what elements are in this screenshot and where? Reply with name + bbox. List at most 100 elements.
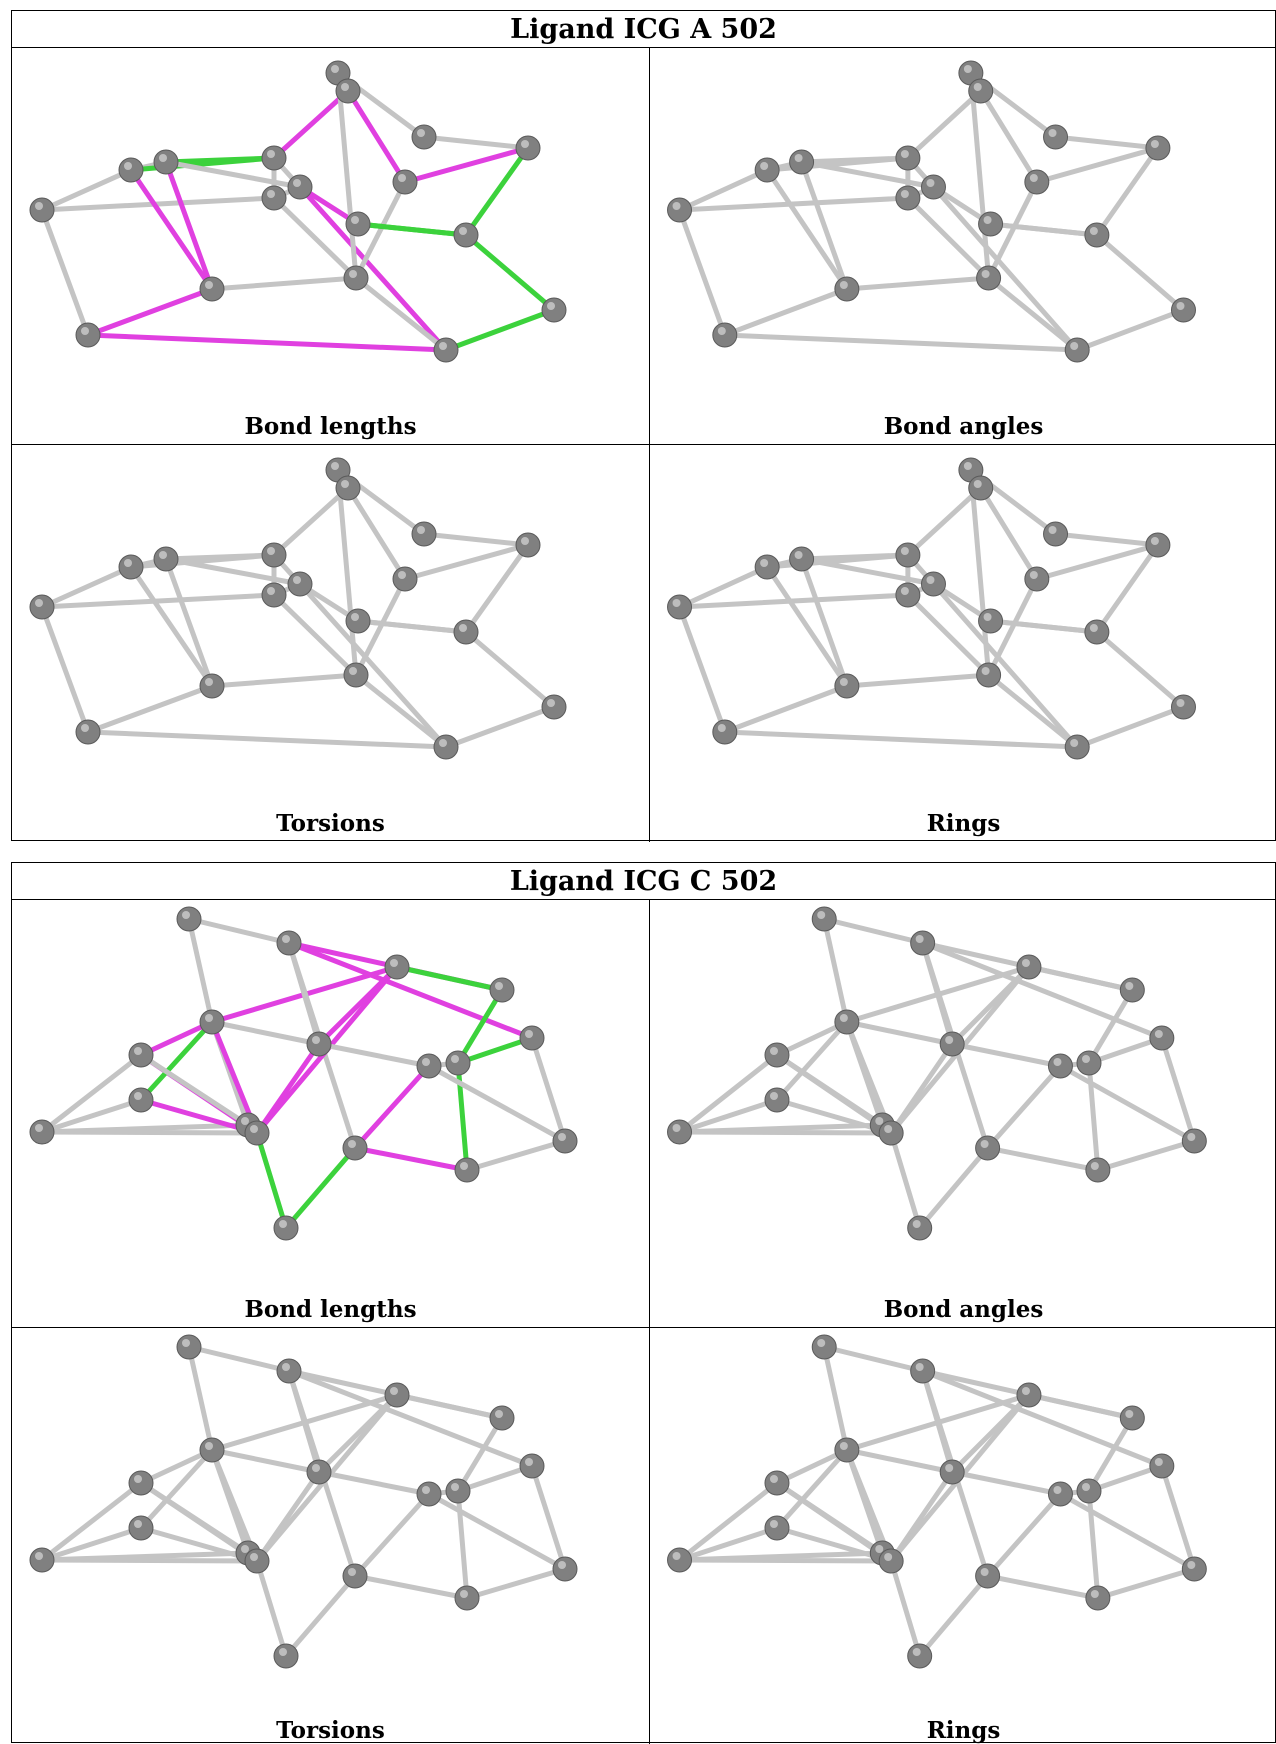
atom	[895, 145, 921, 171]
bond	[39, 1480, 144, 1563]
atom	[454, 1157, 480, 1183]
atom-highlight	[159, 154, 167, 162]
atom	[939, 1459, 965, 1485]
bond	[455, 1463, 535, 1494]
atom	[489, 1405, 515, 1431]
panel-caption: Torsions	[276, 810, 385, 837]
bond	[1086, 1415, 1135, 1494]
atom-highlight	[279, 1220, 287, 1228]
bond	[988, 221, 1100, 238]
bond	[905, 88, 984, 161]
bond	[1057, 1491, 1197, 1572]
atom	[667, 1119, 693, 1145]
bond	[1053, 134, 1161, 151]
bond	[463, 145, 531, 238]
bond	[352, 1573, 470, 1601]
bond	[355, 221, 469, 238]
bond	[774, 1019, 850, 1103]
atom	[1047, 1053, 1073, 1079]
atom-highlight	[422, 1486, 430, 1494]
atom	[261, 582, 287, 608]
atom	[199, 1009, 225, 1035]
bond	[986, 179, 1040, 281]
atom	[1043, 124, 1069, 150]
bond	[186, 1344, 292, 1374]
atom-highlight	[1029, 174, 1038, 182]
atom-highlight	[459, 624, 467, 632]
atom	[1119, 977, 1145, 1003]
bond	[1094, 542, 1161, 635]
bond	[985, 1491, 1063, 1579]
bond	[39, 1525, 144, 1563]
bond	[209, 1019, 322, 1047]
atom-highlight	[159, 551, 167, 559]
atom-highlight	[417, 526, 425, 534]
bond	[85, 729, 449, 750]
atom-highlight	[875, 1117, 884, 1125]
atom-highlight	[390, 959, 398, 967]
bond	[844, 1447, 955, 1475]
bond	[163, 556, 215, 689]
atom	[878, 1120, 904, 1146]
panel-bond-lengths: Bond lengths	[12, 48, 649, 444]
bond	[1034, 542, 1161, 582]
atom-highlight	[769, 1092, 778, 1100]
atom	[515, 135, 541, 161]
atom	[1076, 1050, 1102, 1076]
bond	[316, 1041, 432, 1069]
bond	[443, 704, 557, 750]
atom	[764, 1087, 790, 1113]
atom	[335, 78, 361, 104]
atom-highlight	[351, 216, 359, 224]
bond	[39, 564, 134, 610]
atom	[975, 1563, 1001, 1589]
bond	[1159, 1035, 1197, 1144]
bond	[352, 1145, 470, 1173]
bond	[138, 1019, 215, 1103]
atom	[834, 673, 860, 699]
atom	[244, 1120, 270, 1146]
atom	[128, 1042, 154, 1068]
bond	[286, 1368, 535, 1469]
bond	[677, 604, 728, 735]
atom	[433, 734, 459, 760]
atom-highlight	[459, 227, 467, 235]
atom-highlight	[331, 462, 339, 470]
atom	[306, 1459, 332, 1485]
molecule-diagram	[667, 60, 1196, 363]
atom-highlight	[417, 129, 425, 137]
ligand-title: Ligand ICG A 502	[12, 11, 1275, 48]
atom	[29, 1547, 55, 1573]
atom	[1084, 222, 1110, 248]
atom-highlight	[980, 1140, 989, 1148]
bond	[930, 184, 1080, 353]
row-divider	[12, 1327, 1275, 1328]
atom-highlight	[134, 1475, 142, 1483]
bond	[799, 159, 850, 292]
bond	[316, 1469, 432, 1497]
bond	[297, 184, 449, 353]
atom-highlight	[341, 480, 349, 488]
atom-highlight	[884, 1125, 893, 1133]
atom	[895, 582, 921, 608]
bond	[677, 1480, 780, 1563]
column-divider	[649, 48, 650, 842]
bond	[930, 581, 1080, 750]
bond	[799, 556, 936, 587]
atom	[764, 1515, 790, 1541]
atom-highlight	[760, 559, 769, 567]
bond	[426, 1491, 568, 1572]
atom-highlight	[1150, 537, 1159, 545]
bond	[844, 1019, 955, 1047]
bond	[529, 1463, 568, 1572]
atom	[445, 1478, 471, 1504]
atom	[453, 619, 479, 645]
panel-caption: Bond lengths	[244, 413, 417, 440]
atom	[920, 571, 946, 597]
bond	[335, 70, 359, 281]
atom	[1016, 1382, 1042, 1408]
atom	[1085, 1585, 1111, 1611]
bond	[128, 167, 215, 292]
atom-highlight	[945, 1464, 954, 1472]
column-divider	[649, 900, 650, 1744]
